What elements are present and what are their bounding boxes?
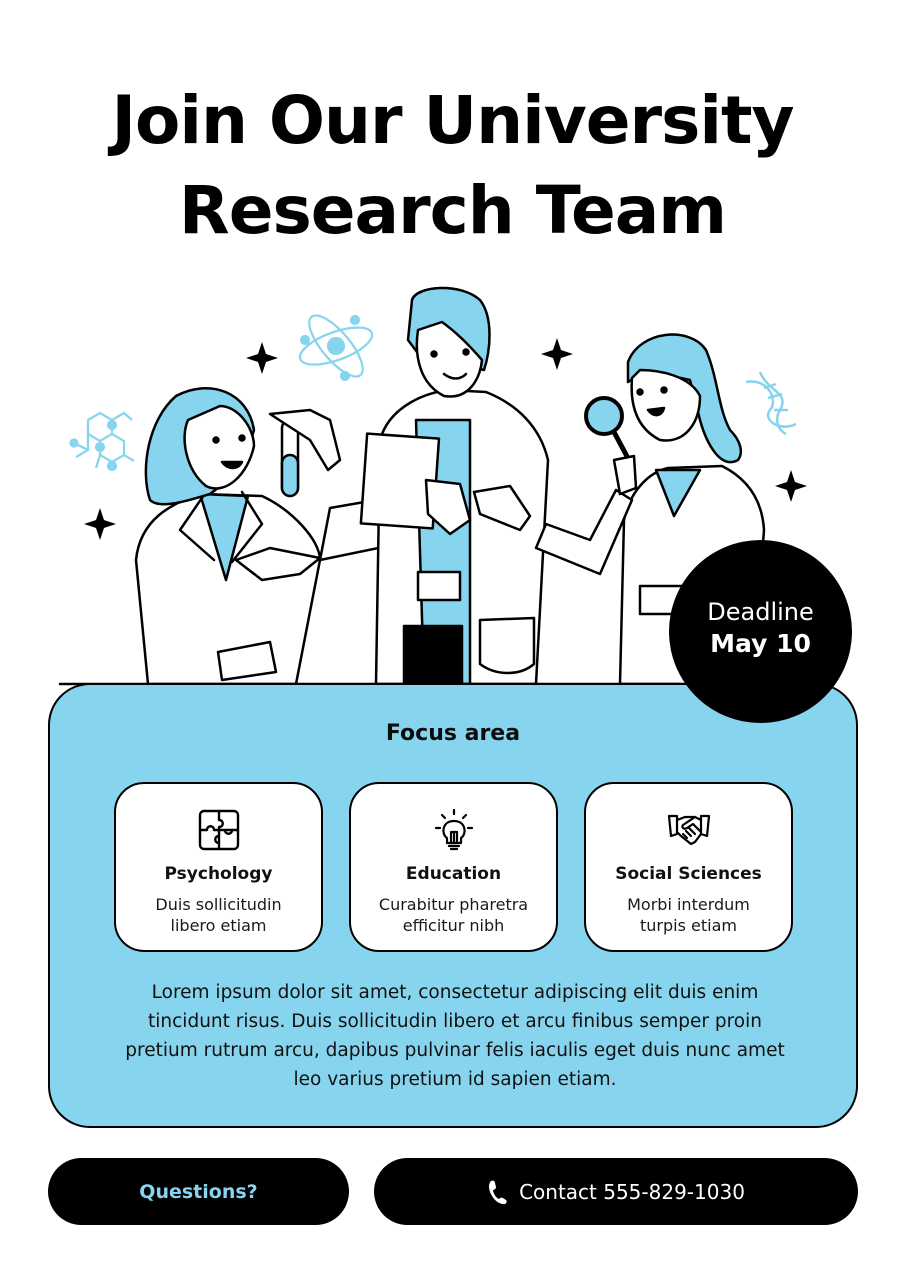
card-title: Social Sciences — [615, 864, 762, 884]
card-title: Psychology — [164, 864, 273, 884]
deadline-date: May 10 — [710, 629, 811, 658]
card-description: Morbi interdum turpis etiam — [586, 894, 791, 936]
phone-icon — [489, 1180, 507, 1204]
card-desc-line-1: Duis sollicitudin — [155, 895, 282, 914]
contact-label: Contact 555-829-1030 — [519, 1179, 745, 1204]
card-desc-line-1: Curabitur pharetra — [378, 895, 529, 914]
questions-label: Questions? — [139, 1180, 258, 1203]
focus-description: Lorem ipsum dolor sit amet, consectetur … — [125, 982, 785, 1090]
card-desc-line-2: efficitur nibh — [402, 916, 505, 935]
focus-card-psychology: Psychology Duis sollicitudin libero etia… — [114, 782, 323, 952]
molecule-icon — [69, 411, 135, 472]
researchers-illustration — [58, 286, 807, 686]
questions-button[interactable]: Questions? — [48, 1158, 349, 1225]
card-desc-line-2: turpis etiam — [640, 916, 737, 935]
card-description: Curabitur pharetra efficitur nibh — [351, 894, 556, 936]
contact-button[interactable]: Contact 555-829-1030 — [374, 1158, 858, 1225]
title-line-1: Join Our University — [111, 82, 794, 159]
sparkle-icon — [84, 338, 807, 540]
lightbulb-icon — [434, 808, 473, 851]
dna-icon — [745, 371, 797, 436]
title-line-2: Research Team — [178, 172, 727, 249]
deadline-label: Deadline — [707, 598, 814, 626]
card-description: Duis sollicitudin libero etiam — [116, 894, 321, 936]
card-desc-line-1: Morbi interdum — [627, 895, 750, 914]
atom-icon — [298, 314, 374, 382]
focus-card-social-sciences: Social Sciences Morbi interdum turpis et… — [584, 782, 793, 952]
deadline-badge: Deadline May 10 — [669, 540, 852, 723]
page-title: Join Our University Research Team — [0, 76, 905, 256]
handshake-icon — [667, 814, 710, 846]
focus-area-panel: Focus area Psychology Duis sollicitudin … — [48, 683, 858, 1128]
puzzle-icon — [198, 809, 239, 851]
card-desc-line-2: libero etiam — [170, 916, 267, 935]
focus-card-education: Education Curabitur pharetra efficitur n… — [349, 782, 558, 952]
card-title: Education — [405, 864, 502, 884]
focus-area-heading: Focus area — [385, 721, 521, 746]
